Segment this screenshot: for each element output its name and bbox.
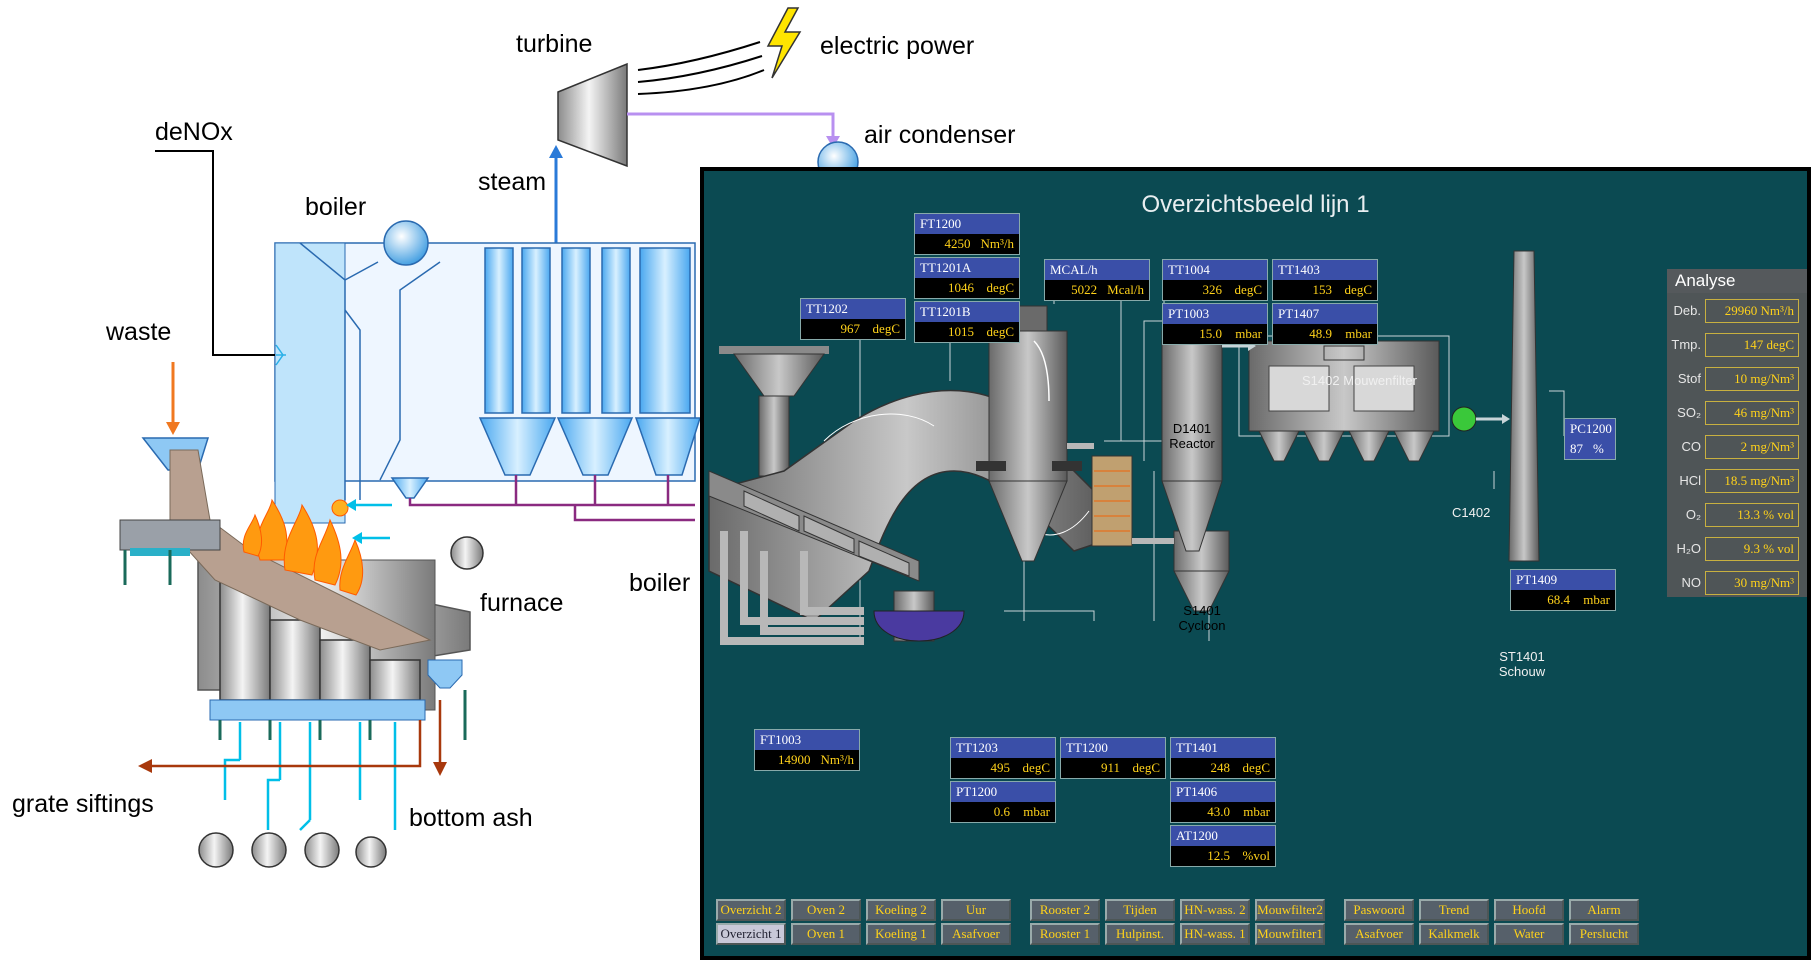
nav-button-hoofd[interactable]: Hoofd [1494, 899, 1564, 921]
nav-button-mouwfilter2[interactable]: Mouwfilter2 [1255, 899, 1325, 921]
bottom-ash-label: bottom ash [409, 804, 533, 832]
nav-button-asafvoer[interactable]: Asafvoer [1344, 923, 1414, 945]
nav-button-perslucht[interactable]: Perslucht [1569, 923, 1639, 945]
nav-button-koeling-2[interactable]: Koeling 2 [866, 899, 936, 921]
nav-button-hn-wass-1[interactable]: HN-wass. 1 [1180, 923, 1250, 945]
nav-button-paswoord[interactable]: Paswoord [1344, 899, 1414, 921]
boiler-drum [383, 220, 429, 266]
waste-label: waste [106, 318, 172, 346]
nav-button-oven-2[interactable]: Oven 2 [791, 899, 861, 921]
denox-label: deNOx [155, 118, 233, 146]
lightning-icon [766, 7, 802, 79]
nav-button-asafvoer[interactable]: Asafvoer [941, 923, 1011, 945]
nav-button-uur[interactable]: Uur [941, 899, 1011, 921]
turbine-shape [557, 62, 628, 168]
nav-button-overzicht-2[interactable]: Overzicht 2 [716, 899, 786, 921]
nav-button-hn-wass-2[interactable]: HN-wass. 2 [1180, 899, 1250, 921]
nav-button-alarm[interactable]: Alarm [1569, 899, 1639, 921]
analyse-row: Tmp.147 degC [1667, 329, 1807, 363]
scada-title: Overzichtsbeeld lijn 1 [1141, 191, 1370, 218]
furnace-label: furnace [480, 589, 564, 617]
fire-icon [242, 498, 364, 596]
nav-button-overzicht-1[interactable]: Overzicht 1 [716, 923, 786, 945]
boiler-hoppers [390, 417, 702, 499]
waste-pile [169, 449, 432, 651]
analyse-row: Deb.29960 Nm³/h [1667, 295, 1807, 329]
steam-label: steam [478, 168, 547, 196]
scada-process-graphic [708, 250, 1565, 645]
reactor-label: D1401 Reactor [1169, 421, 1215, 451]
electric-power-label: electric power [820, 32, 975, 60]
fans [198, 536, 484, 868]
power-lines [637, 41, 765, 95]
turbine-label: turbine [516, 30, 593, 58]
boiler-label: boiler [305, 193, 367, 221]
tube-banks [484, 247, 691, 414]
stack-label: ST1401 Schouw [1498, 649, 1546, 679]
nav-button-trend[interactable]: Trend [1419, 899, 1489, 921]
nav-button-rooster-1[interactable]: Rooster 1 [1030, 923, 1100, 945]
nav-button-tijden[interactable]: Tijden [1105, 899, 1175, 921]
nav-button-oven-1[interactable]: Oven 1 [791, 923, 861, 945]
fan-label: C1402 [1452, 505, 1491, 520]
nav-button-koeling-1[interactable]: Koeling 1 [866, 923, 936, 945]
nav-button-kalkmelk[interactable]: Kalkmelk [1419, 923, 1489, 945]
nav-button-rooster-2[interactable]: Rooster 2 [1030, 899, 1100, 921]
boiler-section-label: boiler [629, 569, 691, 597]
nav-button-hulpinst-[interactable]: Hulpinst. [1105, 923, 1175, 945]
nav-button-water[interactable]: Water [1494, 923, 1564, 945]
grate-siftings-label: grate siftings [12, 790, 154, 818]
filter-label: S1402 Mouwenfilter [1302, 373, 1417, 388]
cycloon-label: S1401 Cycloon [1178, 603, 1226, 633]
nav-button-mouwfilter1[interactable]: Mouwfilter1 [1255, 923, 1325, 945]
analyse-title: Analyse [1667, 269, 1807, 293]
air-condenser-label: air condenser [864, 121, 1016, 149]
